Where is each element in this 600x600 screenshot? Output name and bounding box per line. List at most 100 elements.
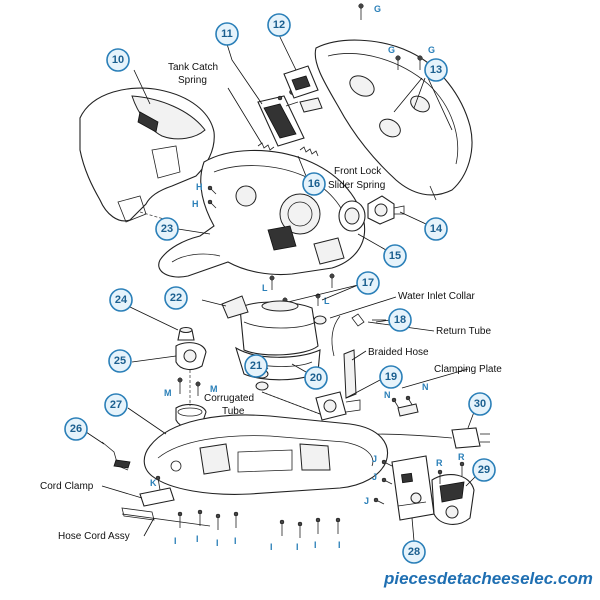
screws-j (373, 459, 393, 505)
part-10-handle-shell (79, 87, 215, 223)
svg-text:30: 30 (474, 398, 486, 410)
svg-text:28: 28 (408, 546, 420, 558)
callout-27: 27 (104, 393, 128, 417)
svg-text:I: I (338, 540, 341, 550)
callout-22: 22 (164, 286, 188, 310)
screws-r (437, 461, 465, 484)
svg-text:I: I (270, 542, 273, 552)
label-braided-hose: Braided Hose (368, 347, 429, 358)
svg-text:I: I (174, 536, 177, 546)
callout-15: 15 (383, 244, 407, 268)
part-19-valve-block (315, 391, 361, 421)
screws-h (207, 185, 217, 209)
svg-text:25: 25 (114, 355, 126, 367)
svg-text:N: N (422, 382, 429, 392)
callout-12: 12 (267, 13, 291, 37)
svg-text:H: H (192, 199, 199, 209)
svg-text:19: 19 (385, 371, 397, 383)
label-slider-spring: Slider Spring (328, 180, 385, 191)
callout-23: 23 (155, 217, 179, 241)
svg-text:24: 24 (115, 294, 128, 306)
callout-28: 28 (402, 540, 426, 564)
svg-text:G: G (374, 4, 381, 14)
svg-text:14: 14 (430, 223, 443, 235)
callout-18: 18 (388, 308, 412, 332)
svg-text:I: I (234, 536, 237, 546)
svg-text:13: 13 (430, 64, 442, 76)
part-11-tank-catch (257, 89, 305, 147)
callout-26: 26 (64, 417, 88, 441)
svg-text:18: 18 (394, 314, 406, 326)
svg-text:11: 11 (221, 28, 233, 40)
callout-10: 10 (106, 48, 130, 72)
label-cord-clamp: Cord Clamp (40, 481, 94, 492)
svg-text:R: R (436, 458, 443, 468)
callout-16: 16 (302, 172, 326, 196)
svg-text:27: 27 (110, 399, 122, 411)
part-22-boiler-tank (221, 295, 319, 356)
svg-text:M: M (210, 384, 218, 394)
part-30-power-cord (369, 427, 490, 449)
svg-text:16: 16 (308, 178, 320, 190)
braided-hose (331, 315, 357, 399)
svg-text:22: 22 (170, 292, 182, 304)
svg-text:K: K (150, 478, 157, 488)
callout-17: 17 (356, 271, 380, 295)
svg-text:I: I (196, 534, 199, 544)
svg-text:R: R (458, 452, 465, 462)
svg-text:26: 26 (70, 423, 82, 435)
svg-text:L: L (262, 283, 268, 293)
svg-text:20: 20 (310, 372, 322, 384)
callout-19: 19 (379, 365, 403, 389)
return-tube (351, 313, 365, 327)
screws-g (358, 3, 423, 70)
label-corrugated-tube: Tube (222, 406, 245, 417)
svg-text:J: J (364, 496, 369, 506)
svg-text:G: G (428, 45, 435, 55)
svg-text:N: N (384, 390, 391, 400)
svg-text:I: I (216, 538, 219, 548)
svg-text:17: 17 (362, 277, 374, 289)
label-clamping-plate: Clamping Plate (434, 364, 502, 375)
svg-text:15: 15 (389, 250, 401, 262)
hose-cord-assy (121, 507, 211, 527)
screws-m (177, 377, 201, 396)
callout-14: 14 (424, 217, 448, 241)
part-15-knob (338, 200, 366, 232)
svg-text:23: 23 (161, 223, 173, 235)
screws-n (391, 395, 419, 417)
part-24-cap (177, 327, 195, 341)
label-hose-cord-assy: Hose Cord Assy (58, 531, 130, 542)
part-26-clip (101, 441, 131, 471)
callout-21: 21 (244, 354, 268, 378)
label-tank-catch: Tank Catch (168, 62, 218, 73)
watermark: piecesdetacheeselec.com (383, 569, 593, 588)
label-water-inlet-collar: Water Inlet Collar (398, 291, 476, 302)
callout-24: 24 (109, 288, 133, 312)
part-28-circuit-board (391, 455, 435, 521)
part-25-pump-housing (175, 342, 207, 429)
cord-clamp (139, 475, 175, 507)
svg-text:M: M (164, 388, 172, 398)
front-lock-slider-spring (299, 146, 319, 157)
part-27-base-housing (143, 414, 388, 495)
label-tank-catch-spring: Spring (178, 75, 207, 86)
part-12-lock-slider (283, 65, 323, 113)
svg-text:21: 21 (250, 360, 262, 372)
svg-text:29: 29 (478, 464, 490, 476)
svg-text:10: 10 (112, 54, 124, 66)
svg-text:I: I (296, 542, 299, 552)
svg-text:J: J (372, 454, 377, 464)
callout-20: 20 (304, 366, 328, 390)
corrugated-tube (261, 391, 321, 415)
callout-13: 13 (424, 58, 448, 82)
water-inlet-collar (313, 315, 327, 325)
svg-text:12: 12 (273, 19, 285, 31)
svg-text:I: I (314, 540, 317, 550)
tank-catch-spring (257, 142, 275, 151)
label-corrugated: Corrugated (204, 393, 254, 404)
svg-text:J: J (372, 472, 377, 482)
label-return-tube: Return Tube (436, 326, 491, 337)
callout-29: 29 (472, 458, 496, 482)
